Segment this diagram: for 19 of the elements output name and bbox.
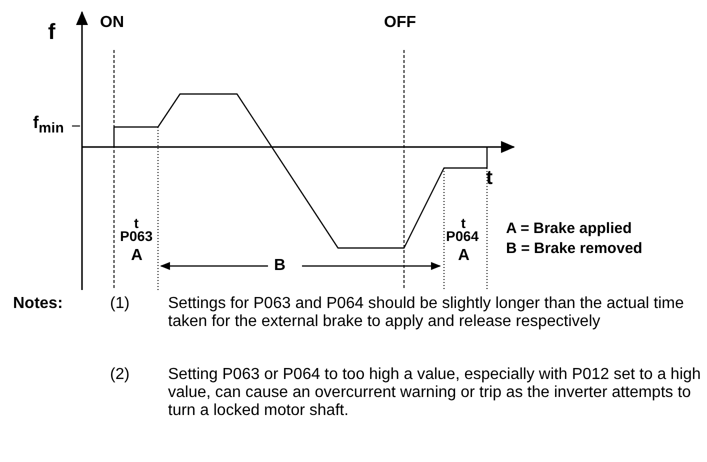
region-label: A [131, 247, 143, 265]
parameter-label: P064 [446, 229, 479, 244]
axis-label: f$_{min}$ [33, 114, 64, 137]
legend-text: A = Brake applied [506, 221, 632, 238]
event-label: OFF [384, 14, 416, 32]
event-label: ON [100, 14, 124, 32]
time-label: t [461, 216, 466, 231]
notes-heading: Notes: [13, 295, 63, 313]
note-text: Setting P063 or P064 to too high a value, especially with P012 set to a high value, can cause an overcurrent warning or trip as the inverter attempts to turn a locked motor shaft. [168, 366, 702, 420]
legend-text: B = Brake removed [506, 241, 642, 258]
region-label: B [274, 257, 286, 275]
axis-label: t [486, 167, 493, 189]
region-label: A [458, 247, 470, 265]
parameter-label: P063 [120, 229, 153, 244]
note-number: (2) [110, 366, 130, 384]
time-label: t [134, 216, 139, 231]
note-text: Settings for P063 and P064 should be slightly longer than the actual time taken for the external brake to apply and release respectively [168, 295, 685, 331]
note-number: (1) [110, 295, 130, 313]
axis-label: f [48, 20, 56, 44]
